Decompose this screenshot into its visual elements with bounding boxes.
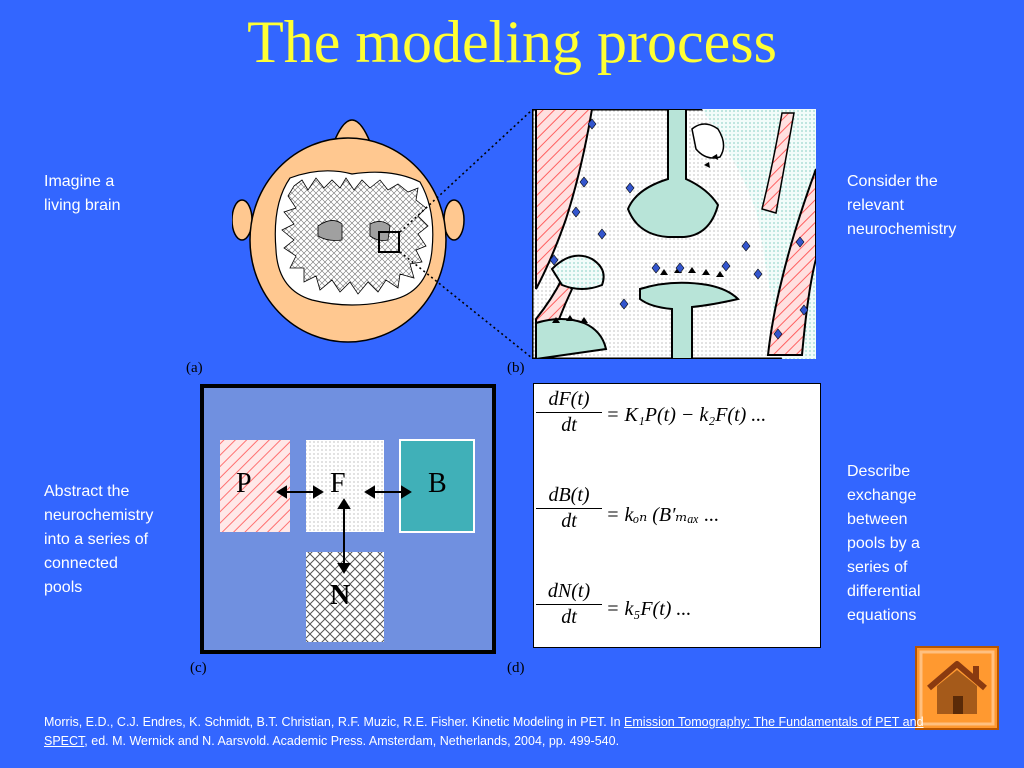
equation-3-denominator: dt xyxy=(561,606,577,628)
equations-box: dF(t) dt = K₁P(t) − k₂F(t) ... dB(t) dt … xyxy=(533,383,821,648)
equation-1-denominator: dt xyxy=(561,414,577,436)
pool-b-box xyxy=(399,439,475,533)
equation-1-fraction: dF(t) dt xyxy=(536,388,602,437)
pool-f-label: F xyxy=(330,468,346,499)
roi-square xyxy=(378,231,400,253)
equation-3-fraction: dN(t) dt xyxy=(536,580,602,629)
ventricle-right xyxy=(369,221,391,241)
gray-matter xyxy=(281,177,429,295)
pool-p-label: P xyxy=(236,468,252,499)
equation-1-rhs: = K₁P(t) − k₂F(t) ... xyxy=(606,404,767,426)
reference-authors: Morris, E.D., C.J. Endres, K. Schmidt, B… xyxy=(44,715,625,729)
label-describe-equations: Describe exchange between pools by a ser… xyxy=(847,463,921,624)
equation-1-numerator: dF(t) xyxy=(548,388,590,410)
panel-label-c: (c) xyxy=(190,660,207,676)
exchange-arrows xyxy=(276,485,412,574)
panel-label-a: (a) xyxy=(186,360,203,376)
equation-2-denominator: dt xyxy=(561,510,577,532)
reference-publisher: , ed. M. Wernick and N. Aarsvold. Academ… xyxy=(84,734,620,748)
pool-p-box xyxy=(220,440,290,532)
pool-n-label: N xyxy=(330,580,351,611)
head-brain-illustration xyxy=(232,119,465,343)
equation-3-rhs: = k₅F(t) ... xyxy=(606,598,692,620)
panel-label-b: (b) xyxy=(507,360,525,376)
reference-book-link[interactable]: Emission Tomography: The Fundamentals of… xyxy=(44,715,924,748)
label-imagine-brain: Imagine a living brain xyxy=(44,173,121,214)
ventricle-left xyxy=(317,220,343,241)
pools-diagram xyxy=(220,439,475,642)
panel-label-d: (d) xyxy=(507,660,525,676)
reference-citation: Morris, E.D., C.J. Endres, K. Schmidt, B… xyxy=(44,713,944,751)
label-abstract-pools: Abstract the neurochemistry into a serie… xyxy=(44,483,154,596)
neurochemistry-detail xyxy=(532,109,816,359)
equation-2-fraction: dB(t) dt xyxy=(536,484,602,533)
page-title: The modeling process xyxy=(247,9,777,75)
equation-2-numerator: dB(t) xyxy=(548,484,590,506)
label-consider-neurochemistry: Consider the relevant neurochemistry xyxy=(847,173,957,238)
pool-b-label: B xyxy=(428,468,447,499)
home-button[interactable] xyxy=(915,646,999,730)
equation-2-rhs: = kₒₙ (B′ₘₐₓ ... xyxy=(606,504,720,526)
home-icon xyxy=(919,650,995,726)
equation-3-numerator: dN(t) xyxy=(547,580,591,602)
